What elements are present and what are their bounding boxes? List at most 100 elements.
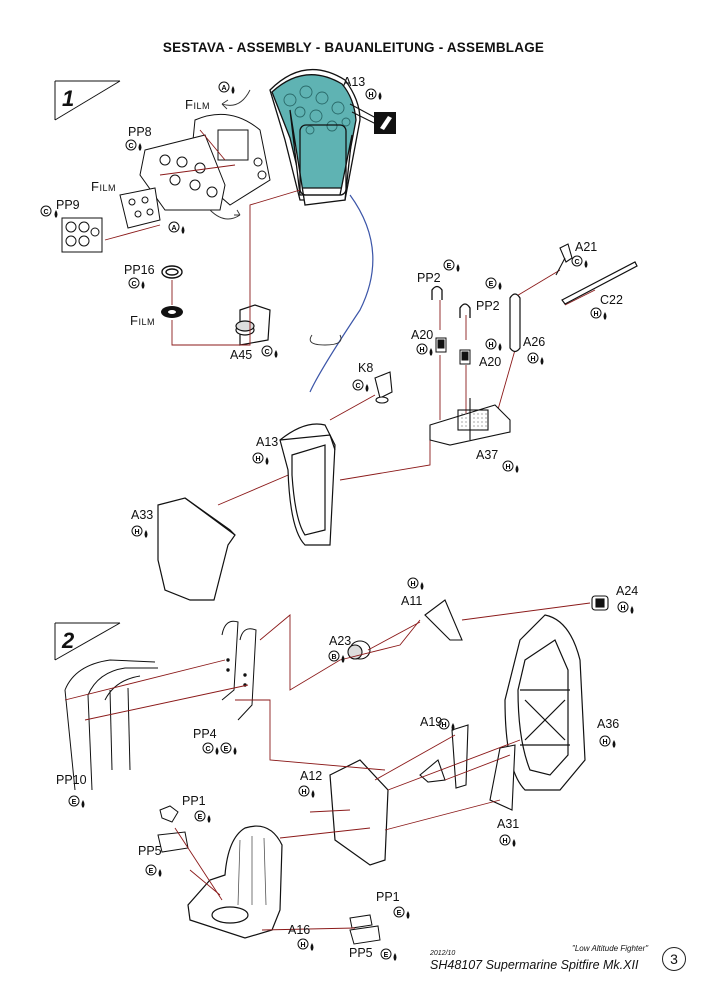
badge-h-a24: H [617,601,634,614]
label-pp16: PP16 [124,263,155,277]
step-2-box [54,622,121,661]
badge-h-a26: H [527,352,544,365]
svg-text:H: H [441,722,446,729]
part-a13-frame [279,423,336,546]
svg-text:C: C [128,143,133,150]
part-pp10-harness [64,659,158,791]
badge-h-a13-mid: H [252,452,269,465]
footer-date: 2012/10 [430,950,456,957]
label-pp4: PP4 [193,727,217,741]
svg-text:C: C [574,259,579,266]
label-a33: A33 [131,508,154,522]
page-number: 3 [662,947,686,971]
svg-text:C: C [131,281,136,288]
svg-text:H: H [530,356,535,363]
step-1-box [54,80,121,121]
label-a20-b: A20 [479,355,502,369]
badge-h-a37: H [502,460,519,473]
connector-lines-2 [64,602,591,931]
svg-text:H: H [488,342,493,349]
svg-text:H: H [419,347,424,354]
label-pp10: PP10 [56,773,87,787]
badge-c-a21: C [571,255,588,268]
svg-text:H: H [410,581,415,588]
label-a45: A45 [230,348,253,362]
svg-text:H: H [502,838,507,845]
armor-marker-icon [349,103,396,134]
badge-h-c22: H [590,307,607,320]
film-pp9-small [119,187,161,229]
part-pp2 [431,285,471,318]
label-film-3: Film [130,313,155,328]
svg-text:C: C [205,746,210,753]
svg-text:E: E [198,814,203,821]
badge-h-a33: H [131,525,148,538]
badge-a-1: A [218,81,235,94]
svg-text:H: H [300,942,305,949]
badge-c-pp9: C [40,205,58,218]
label-a26: A26 [523,335,546,349]
guide-curve [309,194,374,393]
step-number-2: 2 [62,628,75,653]
part-a26 [509,293,521,353]
footer-subtitle: "Low Altitude Fighter" [572,944,649,953]
badge-e-pp5b: E [380,948,397,961]
label-pp9: PP9 [56,198,80,212]
part-a24 [591,595,609,611]
badge-h-a19: H [438,718,455,731]
badge-h-a20a: H [416,343,433,356]
svg-text:E: E [489,281,494,288]
svg-text:H: H [505,464,510,471]
label-a20-a: A20 [411,328,434,342]
badge-h-a11: H [407,577,424,590]
label-pp1-a: PP1 [182,794,206,808]
label-pp5-a: PP5 [138,844,162,858]
part-a23 [347,640,371,660]
badge-c-k8: C [352,379,369,392]
badge-b-a23: B [328,650,345,663]
badge-h-a12: H [298,785,315,798]
label-pp1-b: PP1 [376,890,400,904]
label-a21: A21 [575,240,598,254]
part-pp1-b [349,914,373,929]
part-a16-seat [187,825,283,939]
label-a11: A11 [401,594,423,608]
svg-text:B: B [331,654,336,661]
badge-e-pp5a: E [145,864,162,877]
badge-e-pp4: E [220,742,237,755]
svg-text:H: H [368,92,373,99]
part-pp4-harness [221,620,257,721]
badge-h-a20b: H [485,338,502,351]
label-film-2: Film [91,179,116,194]
part-a21 [555,243,573,276]
svg-text:A: A [221,85,226,92]
rotation-arrow [309,334,342,346]
badge-h-a36: H [599,735,616,748]
ring-pp16 [161,265,183,279]
badge-e-pp10: E [68,795,85,808]
badge-h-a16: H [297,938,314,951]
part-a36-bulkhead [504,614,586,791]
svg-text:H: H [255,456,260,463]
svg-text:E: E [397,910,402,917]
part-a20 [435,337,471,365]
badge-h-a31: H [499,834,516,847]
part-pp5-a [157,831,189,853]
svg-text:C: C [355,383,360,390]
label-a12: A12 [300,769,323,783]
svg-text:H: H [602,739,607,746]
film-pp9-sheet [61,217,103,253]
label-a36: A36 [597,717,620,731]
svg-text:H: H [301,789,306,796]
svg-text:C: C [43,209,48,216]
label-pp2-a: PP2 [417,271,441,285]
svg-text:C: C [264,349,269,356]
badge-e-pp2a: E [443,259,460,272]
svg-text:E: E [384,952,389,959]
badge-c-a45: C [261,345,278,358]
curved-arrows [209,89,251,220]
footer-model-name: SH48107 Supermarine Spitfire Mk.XII [430,958,639,972]
badge-e-pp2b: E [485,277,502,290]
